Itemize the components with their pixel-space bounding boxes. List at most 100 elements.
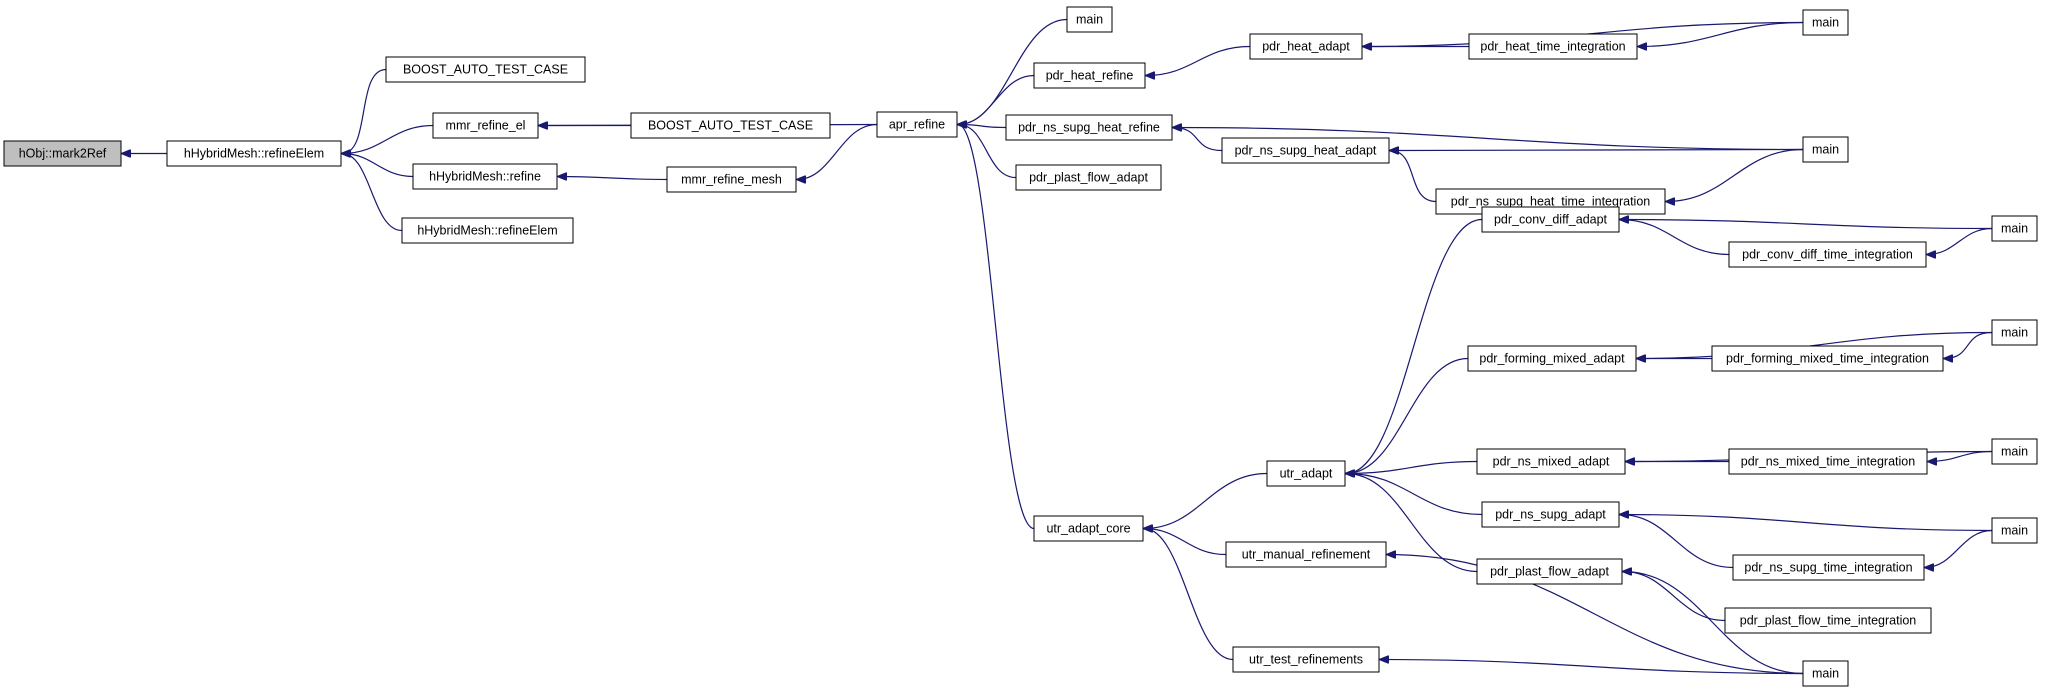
node-box	[432, 112, 539, 139]
node-pdr-heat-adapt[interactable]: pdr_heat_adapt	[1249, 33, 1363, 60]
node-label: utr_test_refinements	[1249, 653, 1363, 667]
node-box	[3, 140, 122, 167]
node-label: hHybridMesh::refineElem	[417, 224, 557, 238]
node-label: utr_adapt_core	[1046, 522, 1130, 536]
node-box	[1066, 6, 1113, 33]
node-label: main	[1812, 143, 1839, 157]
node-pdr-conv-diff-ti[interactable]: pdr_conv_diff_time_integration	[1728, 241, 1927, 268]
node-label: BOOST_AUTO_TEST_CASE	[648, 119, 813, 133]
node-box	[1991, 215, 2038, 242]
edge-pdr_ns_mixed_ti-main_f	[1928, 450, 1993, 462]
edge-pdr_conv_diff_ti-main_d	[1927, 227, 1993, 255]
node-pdr-ns-supg-heat-adapt[interactable]: pdr_ns_supg_heat_adapt	[1221, 137, 1390, 164]
node-label: hHybridMesh::refine	[429, 170, 541, 184]
edge-pdr_ns_supg_heat_adapt-pdr_ns_supg_heat_ti	[1390, 151, 1437, 203]
node-box	[1481, 501, 1620, 528]
edge-pdr_plast_flow_adapt_bot-main_h	[1623, 572, 1804, 675]
node-mmr-refine-mesh[interactable]: mmr_refine_mesh	[666, 166, 797, 193]
node-pdr-plast-flow-adapt-top[interactable]: pdr_plast_flow_adapt	[1015, 164, 1162, 191]
node-label: main	[2001, 445, 2028, 459]
node-main-a[interactable]: main	[1066, 6, 1113, 33]
node-box	[1728, 241, 1927, 268]
node-pdr-ns-mixed-adapt[interactable]: pdr_ns_mixed_adapt	[1476, 448, 1626, 475]
node-label: pdr_ns_supg_adapt	[1495, 508, 1606, 522]
node-box	[1991, 438, 2038, 465]
node-main-e[interactable]: main	[1991, 319, 2038, 346]
edge-pdr_forming_ti-main_e	[1944, 331, 1993, 359]
node-main-d[interactable]: main	[1991, 215, 2038, 242]
edge-pdr_ns_supg_ti-main_g	[1925, 529, 1993, 568]
edge-pdr_plast_flow_adapt_bot-pdr_plast_flow_ti	[1623, 572, 1726, 622]
node-mark2ref[interactable]: hObj::mark2Ref	[3, 140, 122, 167]
node-main-h[interactable]: main	[1802, 660, 1849, 687]
edge-utr_adapt-pdr_plast_flow_adapt_bot	[1346, 474, 1478, 573]
node-utr-test[interactable]: utr_test_refinements	[1232, 646, 1380, 673]
node-pdr-ns-supg-adapt[interactable]: pdr_ns_supg_adapt	[1481, 501, 1620, 528]
node-label: pdr_ns_supg_heat_refine	[1018, 121, 1160, 135]
node-boost1[interactable]: BOOST_AUTO_TEST_CASE	[385, 56, 586, 83]
node-label: main	[2001, 326, 2028, 340]
node-box	[1033, 515, 1144, 542]
edge-utr_manual-main_h	[1387, 555, 1804, 675]
node-pdr-forming-adapt[interactable]: pdr_forming_mixed_adapt	[1467, 345, 1637, 372]
node-box	[1991, 319, 2038, 346]
edge-refineElem-boost1	[342, 68, 387, 154]
node-box	[630, 112, 831, 139]
node-box	[1802, 136, 1849, 163]
node-box	[1266, 460, 1346, 487]
node-box	[1225, 541, 1387, 568]
node-box	[1728, 448, 1928, 475]
node-pdr-ns-supg-heat-refine[interactable]: pdr_ns_supg_heat_refine	[1005, 114, 1173, 141]
node-pdr-ns-mixed-ti[interactable]: pdr_ns_mixed_time_integration	[1728, 448, 1928, 475]
node-utr-adapt[interactable]: utr_adapt	[1266, 460, 1346, 487]
node-pdr-heat-refine[interactable]: pdr_heat_refine	[1033, 62, 1146, 89]
node-label: pdr_ns_mixed_adapt	[1493, 455, 1610, 469]
node-hm-refineElem2[interactable]: hHybridMesh::refineElem	[401, 217, 574, 244]
node-label: BOOST_AUTO_TEST_CASE	[403, 63, 568, 77]
node-label: main	[2001, 222, 2028, 236]
node-main-g[interactable]: main	[1991, 517, 2038, 544]
node-box	[1221, 137, 1390, 164]
node-utr-adapt-core[interactable]: utr_adapt_core	[1033, 515, 1144, 542]
edge-pdr_conv_diff_adapt-pdr_conv_diff_ti	[1620, 220, 1730, 256]
node-pdr-conv-diff-adapt[interactable]: pdr_conv_diff_adapt	[1481, 206, 1620, 233]
node-label: utr_adapt	[1280, 467, 1333, 481]
node-main-b[interactable]: main	[1802, 9, 1849, 36]
node-main-f[interactable]: main	[1991, 438, 2038, 465]
node-label: pdr_plast_flow_adapt	[1490, 565, 1609, 579]
edge-pdr_ns_supg_adapt-main_g	[1620, 515, 1993, 532]
node-label: main	[1812, 667, 1839, 681]
node-box	[1802, 9, 1849, 36]
node-box	[1711, 345, 1944, 372]
node-label: mmr_refine_el	[446, 119, 526, 133]
node-mmr-refine-el[interactable]: mmr_refine_el	[432, 112, 539, 139]
edge-pdr_ns_supg_adapt-pdr_ns_supg_ti	[1620, 515, 1734, 569]
edge-hm_refine-mmr_refine_mesh	[558, 177, 668, 180]
node-box	[1467, 345, 1637, 372]
node-pdr-heat-ti[interactable]: pdr_heat_time_integration	[1468, 33, 1638, 60]
node-label: pdr_ns_supg_time_integration	[1744, 561, 1912, 575]
node-boost2[interactable]: BOOST_AUTO_TEST_CASE	[630, 112, 831, 139]
node-box	[401, 217, 574, 244]
node-label: pdr_conv_diff_adapt	[1494, 213, 1608, 227]
node-pdr-ns-supg-ti[interactable]: pdr_ns_supg_time_integration	[1732, 554, 1925, 581]
edge-refineElem-hm_refineElem2	[342, 154, 403, 232]
node-box	[385, 56, 586, 83]
node-box	[666, 166, 797, 193]
node-refineElem[interactable]: hHybridMesh::refineElem	[166, 140, 342, 167]
node-main-c[interactable]: main	[1802, 136, 1849, 163]
node-box	[1468, 33, 1638, 60]
node-label: utr_manual_refinement	[1242, 548, 1371, 562]
node-hm-refine[interactable]: hHybridMesh::refine	[412, 163, 558, 190]
node-pdr-plast-flow-ti[interactable]: pdr_plast_flow_time_integration	[1724, 607, 1932, 634]
edge-mmr_refine_mesh-apr_refine	[797, 123, 878, 180]
node-box	[1724, 607, 1932, 634]
node-utr-manual[interactable]: utr_manual_refinement	[1225, 541, 1387, 568]
node-pdr-plast-flow-adapt-bot[interactable]: pdr_plast_flow_adapt	[1476, 558, 1623, 585]
node-pdr-forming-ti[interactable]: pdr_forming_mixed_time_integration	[1711, 345, 1944, 372]
node-apr-refine[interactable]: apr_refine	[876, 111, 958, 138]
edge-refineElem-mmr_refine_el	[342, 124, 434, 154]
edge-utr_adapt_core-utr_adapt	[1144, 472, 1268, 529]
edge-apr_refine-pdr_heat_refine	[958, 74, 1035, 125]
node-label: pdr_ns_supg_heat_time_integration	[1451, 195, 1650, 209]
